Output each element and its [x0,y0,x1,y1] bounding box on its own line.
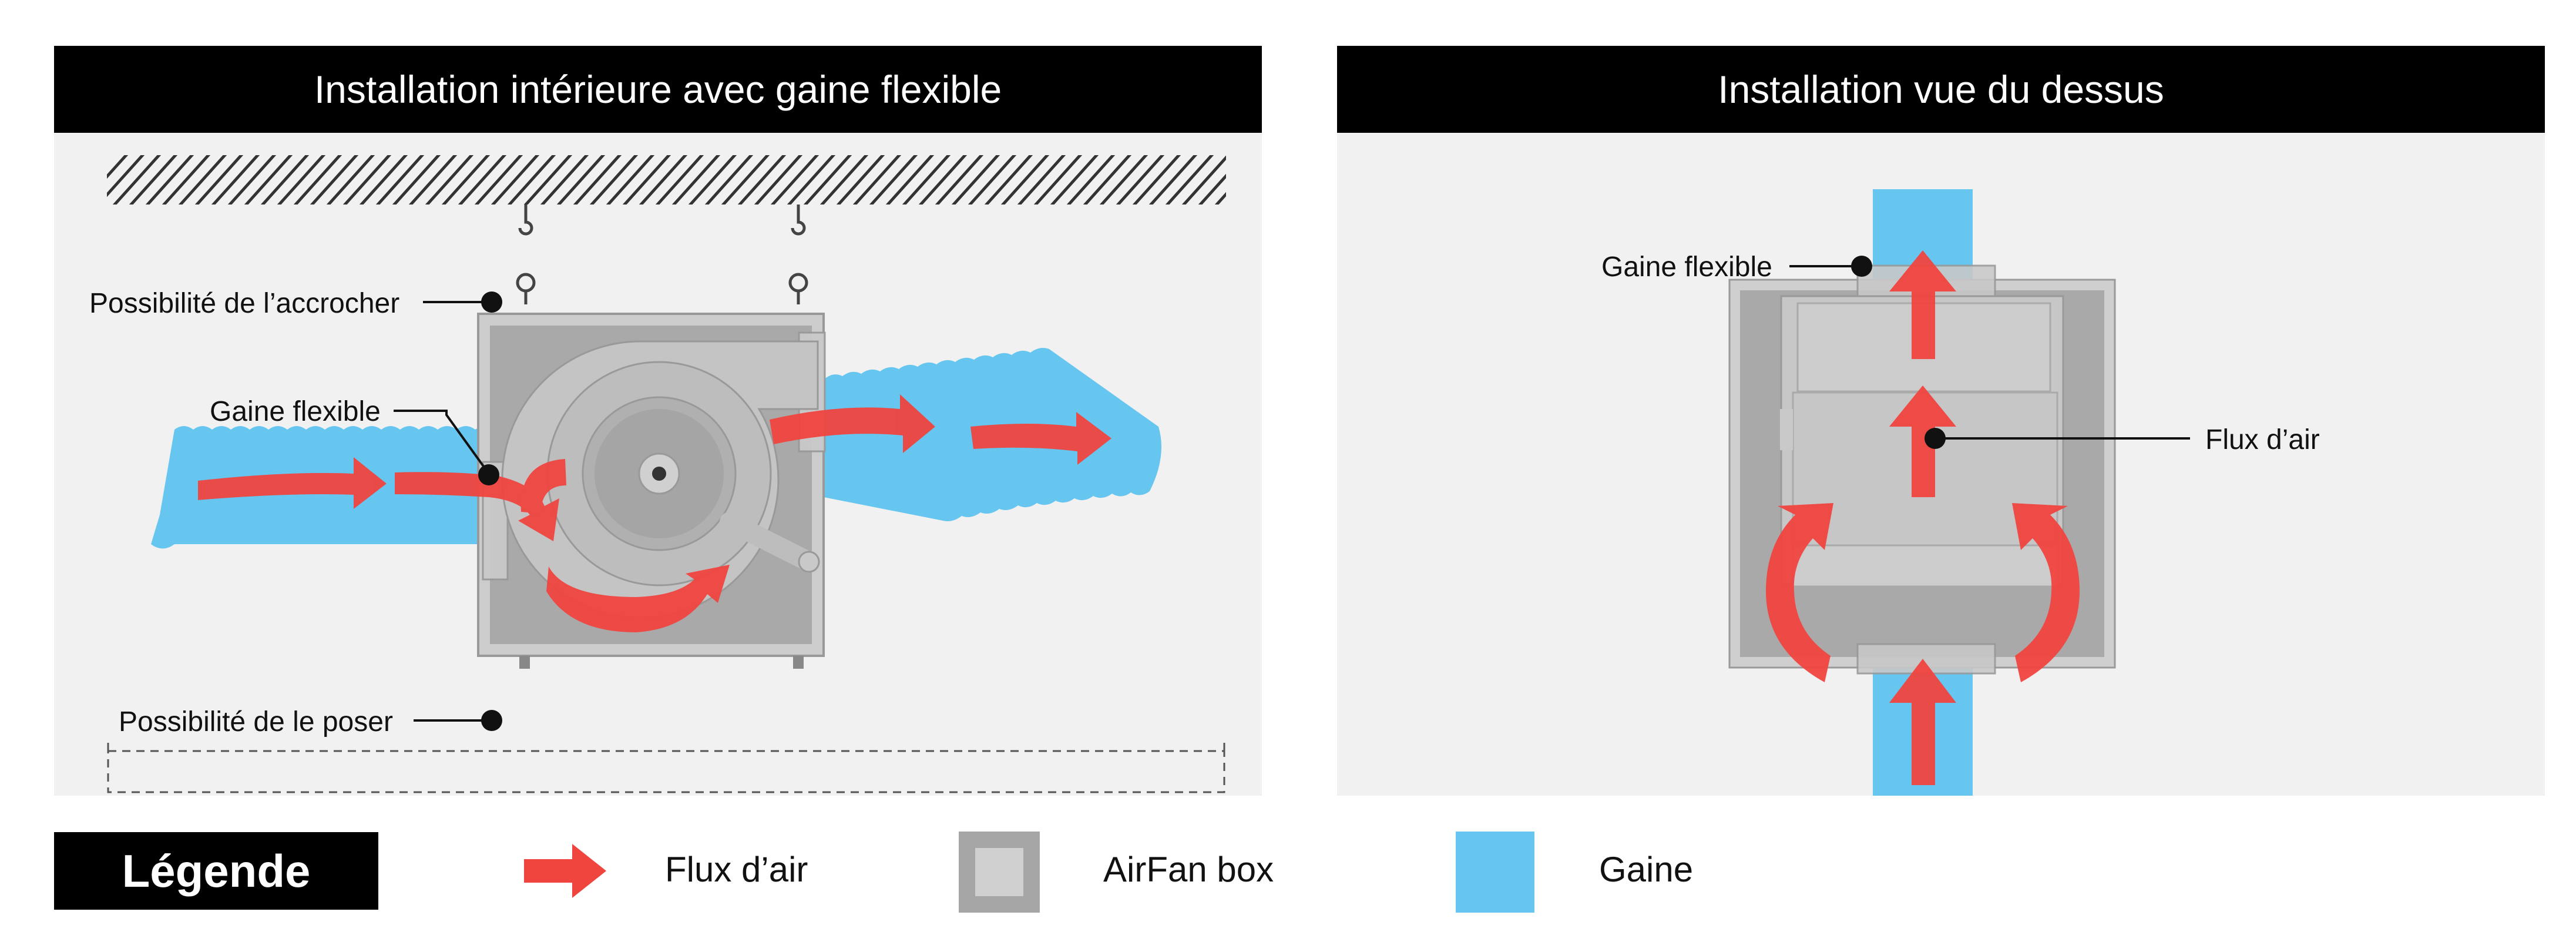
callout-airflow: Flux d’air [1925,424,2320,455]
ceiling-hatch [107,155,1226,205]
callout-hang: Possibilité de l’accrocher [89,288,502,319]
callout-top-duct: Gaine flexible [1601,252,1872,283]
side-view-panel: Installation intérieure avec gaine flexi… [54,46,1262,796]
callout-floor: Possibilité de le poser [119,706,502,738]
ceiling-hooks [516,205,808,304]
legend-box-icon [959,832,1040,913]
label-top-duct: Gaine flexible [1601,252,1772,283]
airflow-arrow-1 [198,457,387,509]
floor-base [107,750,1225,793]
top-view-panel: Installation vue du dessus [1337,46,2545,796]
airflow-arrows [198,394,1111,632]
legend-label-duct: Gaine [1599,850,1694,889]
top-airflow-arrows [1766,250,2080,785]
label-hang: Possibilité de l’accrocher [89,288,399,319]
airflow-arrow-4 [520,459,566,514]
label-duct: Gaine flexible [210,396,381,427]
legend-duct-icon [1456,832,1534,913]
centrifugal-fan [501,340,820,619]
airflow-arrow-2 [395,472,559,541]
top-view-diagram: Gaine flexible Flux d’air [1601,189,2320,796]
airflow-arrow-3 [546,565,730,632]
label-airflow: Flux d’air [2205,424,2320,455]
legend-title: Légende [54,832,378,910]
label-floor: Possibilité de le poser [119,706,393,738]
airflow-arrow-5 [770,394,935,453]
top-view-title: Installation vue du dessus [1337,46,2545,133]
side-view-title: Installation intérieure avec gaine flexi… [54,46,1262,133]
legend-arrow-icon [524,844,606,898]
airflow-arrow-6 [970,412,1111,465]
callout-duct: Gaine flexible [210,396,499,485]
legend-label-airflow: Flux d’air [665,850,808,889]
side-view-diagram: Possibilité de l’accrocher Gaine flexibl… [89,155,1226,793]
legend-label-box: AirFan box [1103,850,1274,889]
